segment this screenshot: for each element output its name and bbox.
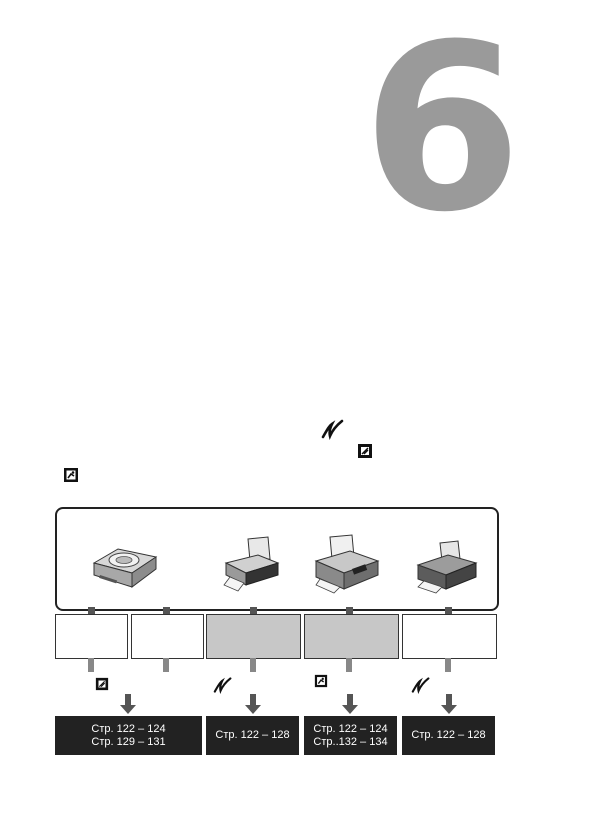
- page-reference-line: Стр. 122 – 124: [91, 722, 166, 735]
- label-box: [304, 614, 399, 659]
- arrow-down-icon: [441, 694, 457, 714]
- connector-stub: [445, 658, 451, 672]
- connector-stub: [88, 658, 94, 672]
- arrow-down-icon: [120, 694, 136, 714]
- pictbridge-icon: [321, 419, 344, 440]
- chapter-number: 6: [362, 0, 523, 263]
- page-reference: Стр. 122 – 124 Стр. 129 – 131: [55, 716, 202, 755]
- connector-stub: [88, 607, 95, 614]
- label-box: [206, 614, 301, 659]
- page-reference-line: Стр. 122 – 124: [313, 722, 388, 735]
- label-box: [131, 614, 204, 659]
- connector-stub: [250, 607, 257, 614]
- page-reference: Стр. 122 – 128: [206, 716, 299, 755]
- pictbridge-icon: [213, 677, 232, 694]
- bubble-jet-direct-printer-image: [314, 534, 380, 594]
- page-reference-line: Стр..132 – 134: [313, 735, 388, 748]
- bubble-jet-direct-icon: [358, 444, 372, 458]
- arrow-down-icon: [342, 694, 358, 714]
- bubble-jet-printer-image: [223, 536, 280, 592]
- bubble-jet-direct-icon: [314, 674, 328, 688]
- page-reference: Стр. 122 – 124 Стр..132 – 134: [304, 716, 397, 755]
- label-box: [402, 614, 497, 659]
- connector-stub: [346, 607, 353, 614]
- page-reference-line: Стр. 122 – 128: [215, 729, 290, 741]
- compact-photo-printer-image: [92, 548, 158, 588]
- arrow-down-icon: [245, 694, 261, 714]
- connector-stub: [163, 658, 169, 672]
- print-share-icon: [95, 677, 109, 691]
- connector-stub: [445, 607, 452, 614]
- page-reference-line: Стр. 122 – 128: [411, 729, 486, 741]
- print-share-icon: [64, 468, 78, 482]
- pictbridge-icon: [411, 677, 430, 694]
- connector-stub: [250, 658, 256, 672]
- page-reference-line: Стр. 129 – 131: [91, 735, 166, 748]
- connector-stub: [163, 607, 170, 614]
- pictbridge-printer-image: [416, 540, 478, 594]
- label-box: [55, 614, 128, 659]
- connector-stub: [346, 658, 352, 672]
- page-reference: Стр. 122 – 128: [402, 716, 495, 755]
